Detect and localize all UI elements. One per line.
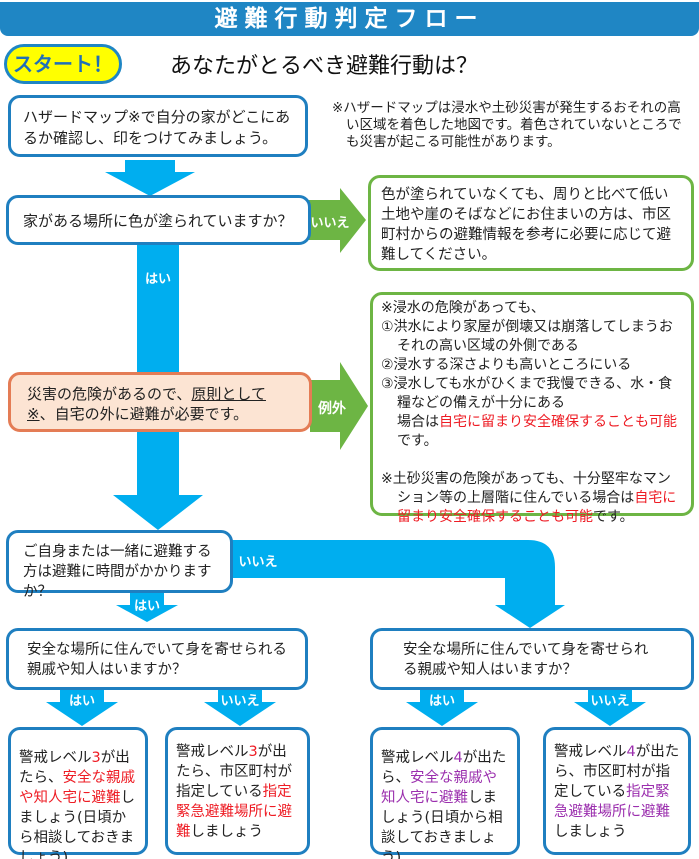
step2-no-result-text: 色が塗られていなくても、周りと比べて低い土地や崖のそばなどにお住まいの方は、市区… <box>381 187 671 263</box>
step4-box: ご自身または一緒に避難する方は避難に時間がかかりますか？ <box>6 530 233 600</box>
result-4-level: 4 <box>626 744 636 760</box>
step4-yes-label: はい <box>133 599 160 614</box>
step2-no-result: 色が塗られていなくても、周りと比べて低い土地や崖のそばなどにお住まいの方は、市区… <box>368 175 694 271</box>
exception-box: ※浸水の危険があっても、 ①洪水により家屋が倒壊又は崩落してしまうおそれの高い区… <box>370 292 694 525</box>
result-level3-shelter: 警戒レベル3が出たら、市区町村が指定している指定緊急避難場所に避難しましょう <box>165 727 310 855</box>
result-1-suffix: しましょう(日頃から相談しておきましょう) <box>19 790 135 859</box>
step5-left-question: 安全な場所に住んでいて身を寄せられる親戚や知人はいますか？ <box>27 642 287 678</box>
result-4-highlight: 指定緊急避難場所に避難 <box>554 784 670 820</box>
step2-question: 家がある場所に色が塗られていますか？ <box>23 212 293 230</box>
result-2-level: 3 <box>248 744 258 760</box>
step1-box: ハザードマップ※で自分の家がどこにあるか確認し、印をつけてみましょう。 <box>8 95 308 157</box>
exception-result-suffix: です。 <box>397 433 438 449</box>
arrow-right-exception <box>310 362 368 450</box>
step5-left-no-label: いいえ <box>220 694 260 709</box>
step4-question: ご自身または一緒に避難する方は避難に時間がかかりますか？ <box>23 544 212 600</box>
exception-item-1: ①洪水により家屋が倒壊又は崩落してしまうおそれの高い区域の外側である <box>381 319 673 354</box>
step4-no-label: いいえ <box>238 555 278 570</box>
start-question: あなたがとるべき避難行動は？ <box>170 54 479 79</box>
step2-box: 家がある場所に色が塗られていますか？ <box>6 195 311 245</box>
step1-text: ハザードマップ※で自分の家がどこにあるか確認し、印をつけてみましょう。 <box>23 108 291 147</box>
result-3-suffix: しましょう(日頃から相談しておきましょう) <box>381 790 503 859</box>
result-3-level: 4 <box>453 750 463 766</box>
result-2-highlight: 指定緊急避難場所に避難 <box>176 784 292 840</box>
exception-item-2: ②浸水する深さよりも高いところにいる <box>381 357 632 373</box>
exception-item-3: ③浸水しても水がひくまで我慢できる、水・食糧などの備えが十分にある <box>381 376 673 411</box>
exception-landslide: ※土砂災害の危険があっても、十分堅牢なマンション等の上層階に住んでいる場合は自宅… <box>381 470 683 527</box>
result-1-highlight: 安全な親戚や知人宅に避難 <box>19 770 135 806</box>
exception-intro: ※浸水の危険があっても、 <box>381 300 545 316</box>
exception-landslide-prefix: ※土砂災害の危険があっても、十分堅牢なマンション等の上層階に住んでいる場合は <box>381 471 671 506</box>
result-1-level-suffix: が出たら、 <box>19 750 130 786</box>
exception-landslide-highlight: 自宅に留まり安全確保することも可能 <box>397 490 677 525</box>
result-2-level-suffix: が出たら、市区町村が指定している <box>176 744 292 800</box>
arrow-right-no-step2 <box>307 188 366 253</box>
step5-right-question: 安全な場所に住んでいて身を寄せられる親戚や知人はいますか？ <box>403 642 649 678</box>
result-4-level-prefix: 警戒レベル <box>554 744 627 760</box>
result-1-level-prefix: 警戒レベル <box>19 750 92 766</box>
result-3-highlight: 安全な親戚や知人宅に避難 <box>381 770 497 806</box>
arrow-down-step1 <box>105 160 195 196</box>
result-level4-shelter: 警戒レベル4が出たら、市区町村が指定している指定緊急避難場所に避難しましょう <box>543 727 691 855</box>
step2-yes-label: はい <box>144 272 171 287</box>
arrow-down-yes-step5-right <box>406 688 478 726</box>
result-4-level-suffix: が出たら、市区町村が指定している <box>554 744 680 800</box>
result-1-level: 3 <box>91 750 101 766</box>
spacer <box>381 451 683 470</box>
arrow-down-no-step5-right <box>574 688 646 726</box>
step3-text-after: 、自宅の外に避難が必要です。 <box>39 405 249 423</box>
result-level4-relatives: 警戒レベル4が出たら、安全な親戚や知人宅に避難しましょう(日頃から相談しておきま… <box>370 727 520 859</box>
step2-no-label: いいえ <box>310 216 350 231</box>
step3-text-underlined: 原則として※ <box>27 385 266 423</box>
exception-result: 場合は自宅に留まり安全確保することも可能です。 <box>381 413 683 451</box>
step3-box: 災害の危険があるので、原則として※、自宅の外に避難が必要です。 <box>8 372 312 432</box>
result-3-level-prefix: 警戒レベル <box>381 750 454 766</box>
arrow-no-step4 <box>230 540 565 628</box>
step5-left-box: 安全な場所に住んでいて身を寄せられる親戚や知人はいますか？ <box>6 628 308 690</box>
step5-left-yes-label: はい <box>68 694 95 709</box>
result-2-level-prefix: 警戒レベル <box>176 744 249 760</box>
hazard-map-note-text: ※ハザードマップは浸水や土砂災害が発生するおそれの高い区域を着色した地図です。着… <box>332 100 682 150</box>
exception-label: 例外 <box>318 401 346 417</box>
step5-right-yes-label: はい <box>428 694 455 709</box>
step5-right-no-label: いいえ <box>590 694 630 709</box>
page-title: 避難行動判定フロー <box>0 2 699 36</box>
result-4-suffix: しましょう <box>554 824 627 840</box>
exception-result-prefix: 場合は <box>397 414 439 430</box>
hazard-map-note: ※ハザードマップは浸水や土砂災害が発生するおそれの高い区域を着色した地図です。着… <box>332 100 687 151</box>
arrow-down-yes-step5-left <box>46 688 118 726</box>
exception-result-highlight: 自宅に留まり安全確保することも可能 <box>439 414 677 430</box>
step5-right-box: 安全な場所に住んでいて身を寄せられる親戚や知人はいますか？ <box>370 628 694 690</box>
result-2-suffix: しましょう <box>190 824 264 840</box>
arrow-down-yes-step4 <box>116 592 178 622</box>
step3-text-before: 災害の危険があるので、 <box>27 385 192 403</box>
arrow-down-no-step5-left <box>204 688 276 726</box>
start-badge: スタート！ <box>4 44 122 84</box>
result-level3-relatives: 警戒レベル3が出たら、安全な親戚や知人宅に避難しましょう(日頃から相談しておきま… <box>8 727 148 859</box>
result-3-level-suffix: が出たら、 <box>381 750 507 786</box>
exception-landslide-suffix: です。 <box>593 509 634 525</box>
